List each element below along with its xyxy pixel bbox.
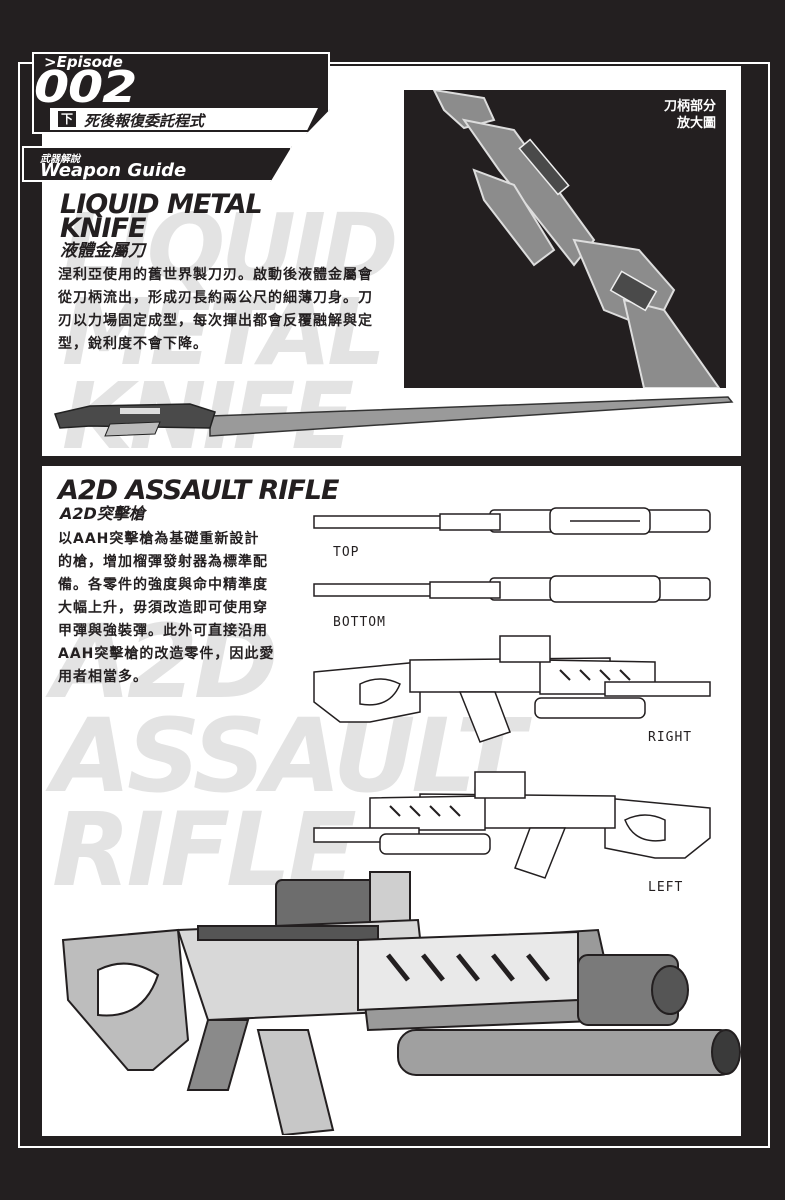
section-label: Weapon Guide — [40, 160, 187, 181]
knife-full-illustration — [54, 396, 734, 437]
knife-closeup-image: 刀柄部分 放大圖 — [404, 88, 726, 389]
closeup-caption-line2: 放大圖 — [676, 116, 716, 131]
rifle-right-view-illustration — [313, 635, 711, 743]
view-label-bottom: BOTTOM — [333, 615, 386, 630]
episode-number: 002 — [34, 62, 137, 113]
knife-description-line3: 刃以力場固定成型，每次揮出都會反覆融解與定 — [58, 313, 373, 329]
view-label-top: TOP — [333, 545, 360, 560]
knife-title-line2: KNIFE — [60, 213, 146, 244]
episode-title: 死後報復委託程式 — [84, 112, 205, 130]
closeup-caption-line1: 刀柄部分 — [663, 99, 716, 114]
episode-title-bar — [50, 108, 318, 130]
knife-description-line1: 涅利亞使用的舊世界製刀刃。啟動後液體金屬會 — [58, 267, 373, 283]
rifle-description-line1: 以AAH突擊槍為基礎重新設計 — [58, 531, 260, 547]
knife-title-line1: LIQUID METAL — [60, 189, 263, 220]
rifle-description-line2: 的槍，增加榴彈發射器為標準配 — [58, 554, 268, 570]
view-label-left: LEFT — [648, 880, 684, 895]
episode-label: >Episode — [44, 53, 123, 71]
rifle-bottom-view-illustration — [313, 575, 711, 603]
rifle-main-illustration — [61, 871, 741, 1135]
outer-frame — [18, 62, 770, 1148]
rifle-subtitle: A2D突擊槍 — [60, 504, 145, 523]
knife-hilt-closeup-illustration — [432, 88, 721, 389]
rifle-description-line7: 用者相當多。 — [58, 669, 148, 685]
rifle-top-view-illustration — [313, 507, 711, 535]
rifle-left-view-illustration — [313, 771, 711, 879]
section-badge — [22, 146, 292, 182]
section-small-label: 武器解說 — [40, 154, 80, 165]
view-label-right: RIGHT — [648, 730, 693, 745]
knife-description-line2: 從刀柄流出，形成刃長約兩公尺的細薄刀身。刀 — [58, 290, 373, 306]
knife-subtitle: 液體金屬刀 — [60, 241, 145, 261]
rifle-description-line6: AAH突擊槍的改造零件，因此愛 — [58, 646, 275, 662]
rifle-description-line4: 大幅上升，毋須改造即可使用穿 — [58, 600, 268, 616]
rifle-description-line5: 甲彈與強裝彈。此外可直接沿用 — [58, 623, 268, 639]
rifle-title: A2D ASSAULT RIFLE — [58, 475, 339, 506]
knife-description-line4: 型，銳利度不會下降。 — [58, 336, 208, 352]
rifle-description-line3: 備。各零件的強度與命中精準度 — [58, 577, 268, 593]
volume-tag: 下 — [58, 111, 76, 127]
